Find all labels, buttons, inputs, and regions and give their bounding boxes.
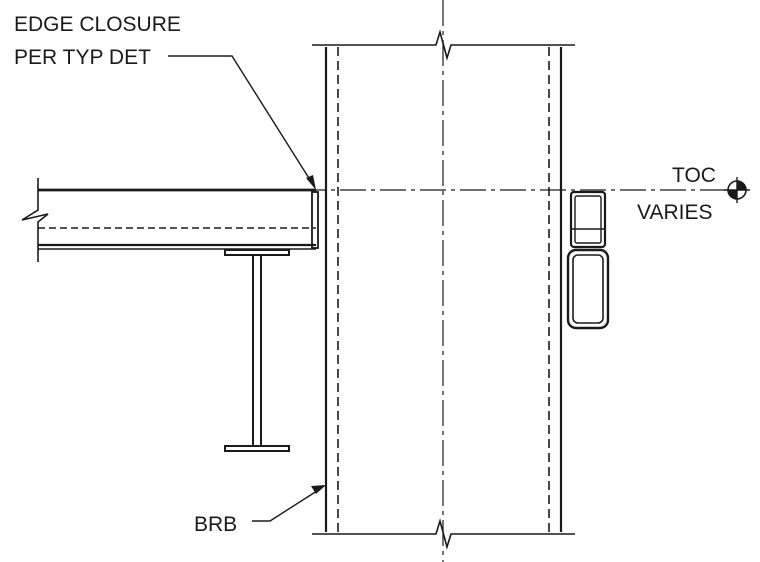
varies-label: VARIES: [637, 201, 712, 224]
right-side-sections: [566, 190, 610, 330]
upper-section-outer: [569, 190, 607, 249]
beam-bottom-flange: [224, 445, 290, 452]
edge-closure-arrowhead: [306, 175, 316, 190]
edge-closure-label-line1: EDGE CLOSURE: [14, 13, 181, 36]
edge-closure-leader: [168, 55, 316, 190]
beam-top-flange: [224, 249, 290, 256]
edge-closure-label-line2: PER TYP DET: [14, 46, 151, 69]
toc-label: TOC: [672, 164, 716, 187]
brb-label: BRB: [194, 513, 237, 536]
upper-section-inner: [574, 195, 602, 244]
hss-tube-outer: [566, 248, 610, 330]
elevation-target-icon: [724, 177, 750, 203]
slab-break-line-icon: [21, 178, 49, 262]
brb-leader: [252, 485, 326, 522]
hss-tube-inner: [572, 254, 604, 324]
edge-closure-plate: [311, 191, 319, 249]
brb-arrowhead: [311, 485, 326, 494]
wide-flange-beam: [224, 249, 290, 452]
